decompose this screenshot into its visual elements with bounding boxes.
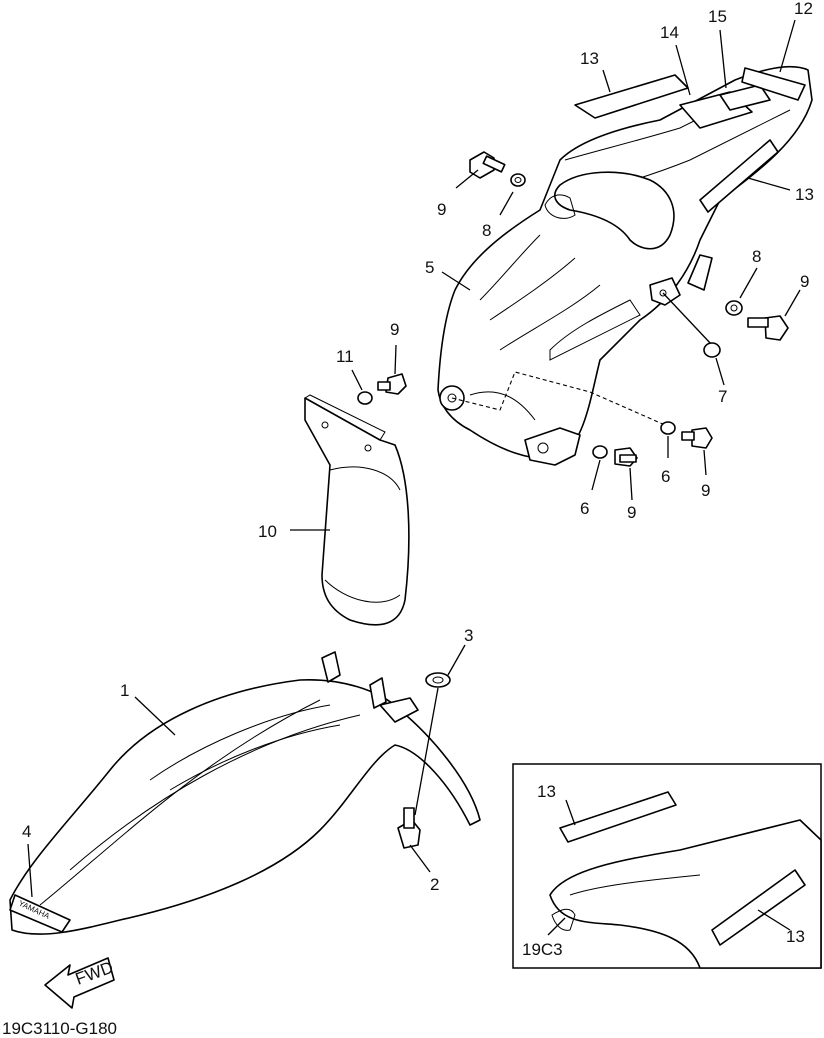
callout-8: 8 — [482, 221, 491, 240]
inset-detail — [512, 763, 822, 969]
collar-icon — [725, 300, 743, 316]
fwd-arrow: FWD — [44, 957, 116, 1009]
callout-9: 9 — [437, 200, 446, 219]
bolt-icon — [681, 427, 713, 449]
rear-hardware — [469, 151, 789, 467]
callout-13: 13 — [580, 49, 599, 68]
yamaha-emblem-decal — [9, 894, 71, 933]
callout-9: 9 — [390, 320, 399, 339]
callout-13: 13 — [786, 927, 805, 946]
callout-3: 3 — [464, 626, 473, 645]
grommet-icon — [425, 672, 451, 688]
callout-7: 7 — [718, 387, 727, 406]
leader-lines — [27, 19, 801, 936]
callout-5: 5 — [425, 258, 434, 277]
callout-9: 9 — [627, 503, 636, 522]
callout-1: 1 — [120, 681, 129, 700]
callout-11: 11 — [336, 347, 354, 366]
callout-10: 10 — [258, 522, 277, 541]
catalog-code: 19C3110-G180 — [2, 1019, 117, 1038]
callout-13: 13 — [537, 782, 556, 801]
washer-icon — [592, 445, 608, 459]
callout-9: 9 — [701, 481, 710, 500]
bolt-icon — [614, 447, 638, 467]
bolt-icon — [469, 151, 506, 179]
callout-6: 6 — [580, 499, 589, 518]
front-hardware — [397, 672, 451, 849]
callout-14: 14 — [660, 23, 679, 42]
callouts: 13 14 15 12 13 9 8 5 8 9 7 6 9 6 9 9 11 … — [22, 0, 814, 946]
callout-12: 12 — [794, 0, 813, 18]
callout-2: 2 — [430, 875, 439, 894]
bolt-icon — [377, 373, 407, 395]
callout-6: 6 — [661, 467, 670, 486]
collar-icon — [703, 342, 721, 358]
washer-icon — [660, 421, 676, 435]
callout-15: 15 — [708, 7, 727, 26]
bolt-icon — [397, 807, 421, 849]
callout-13: 13 — [795, 185, 814, 204]
front-fender: YAMAHA — [9, 651, 481, 935]
bolt-icon — [747, 315, 789, 341]
mud-flap — [304, 373, 410, 626]
callout-4: 4 — [22, 822, 31, 841]
inset-code: 19C3 — [522, 940, 563, 959]
rear-fender — [437, 66, 813, 466]
collar-icon — [510, 173, 526, 187]
callout-9: 9 — [800, 272, 809, 291]
callout-8: 8 — [752, 247, 761, 266]
washer-icon — [357, 391, 373, 405]
